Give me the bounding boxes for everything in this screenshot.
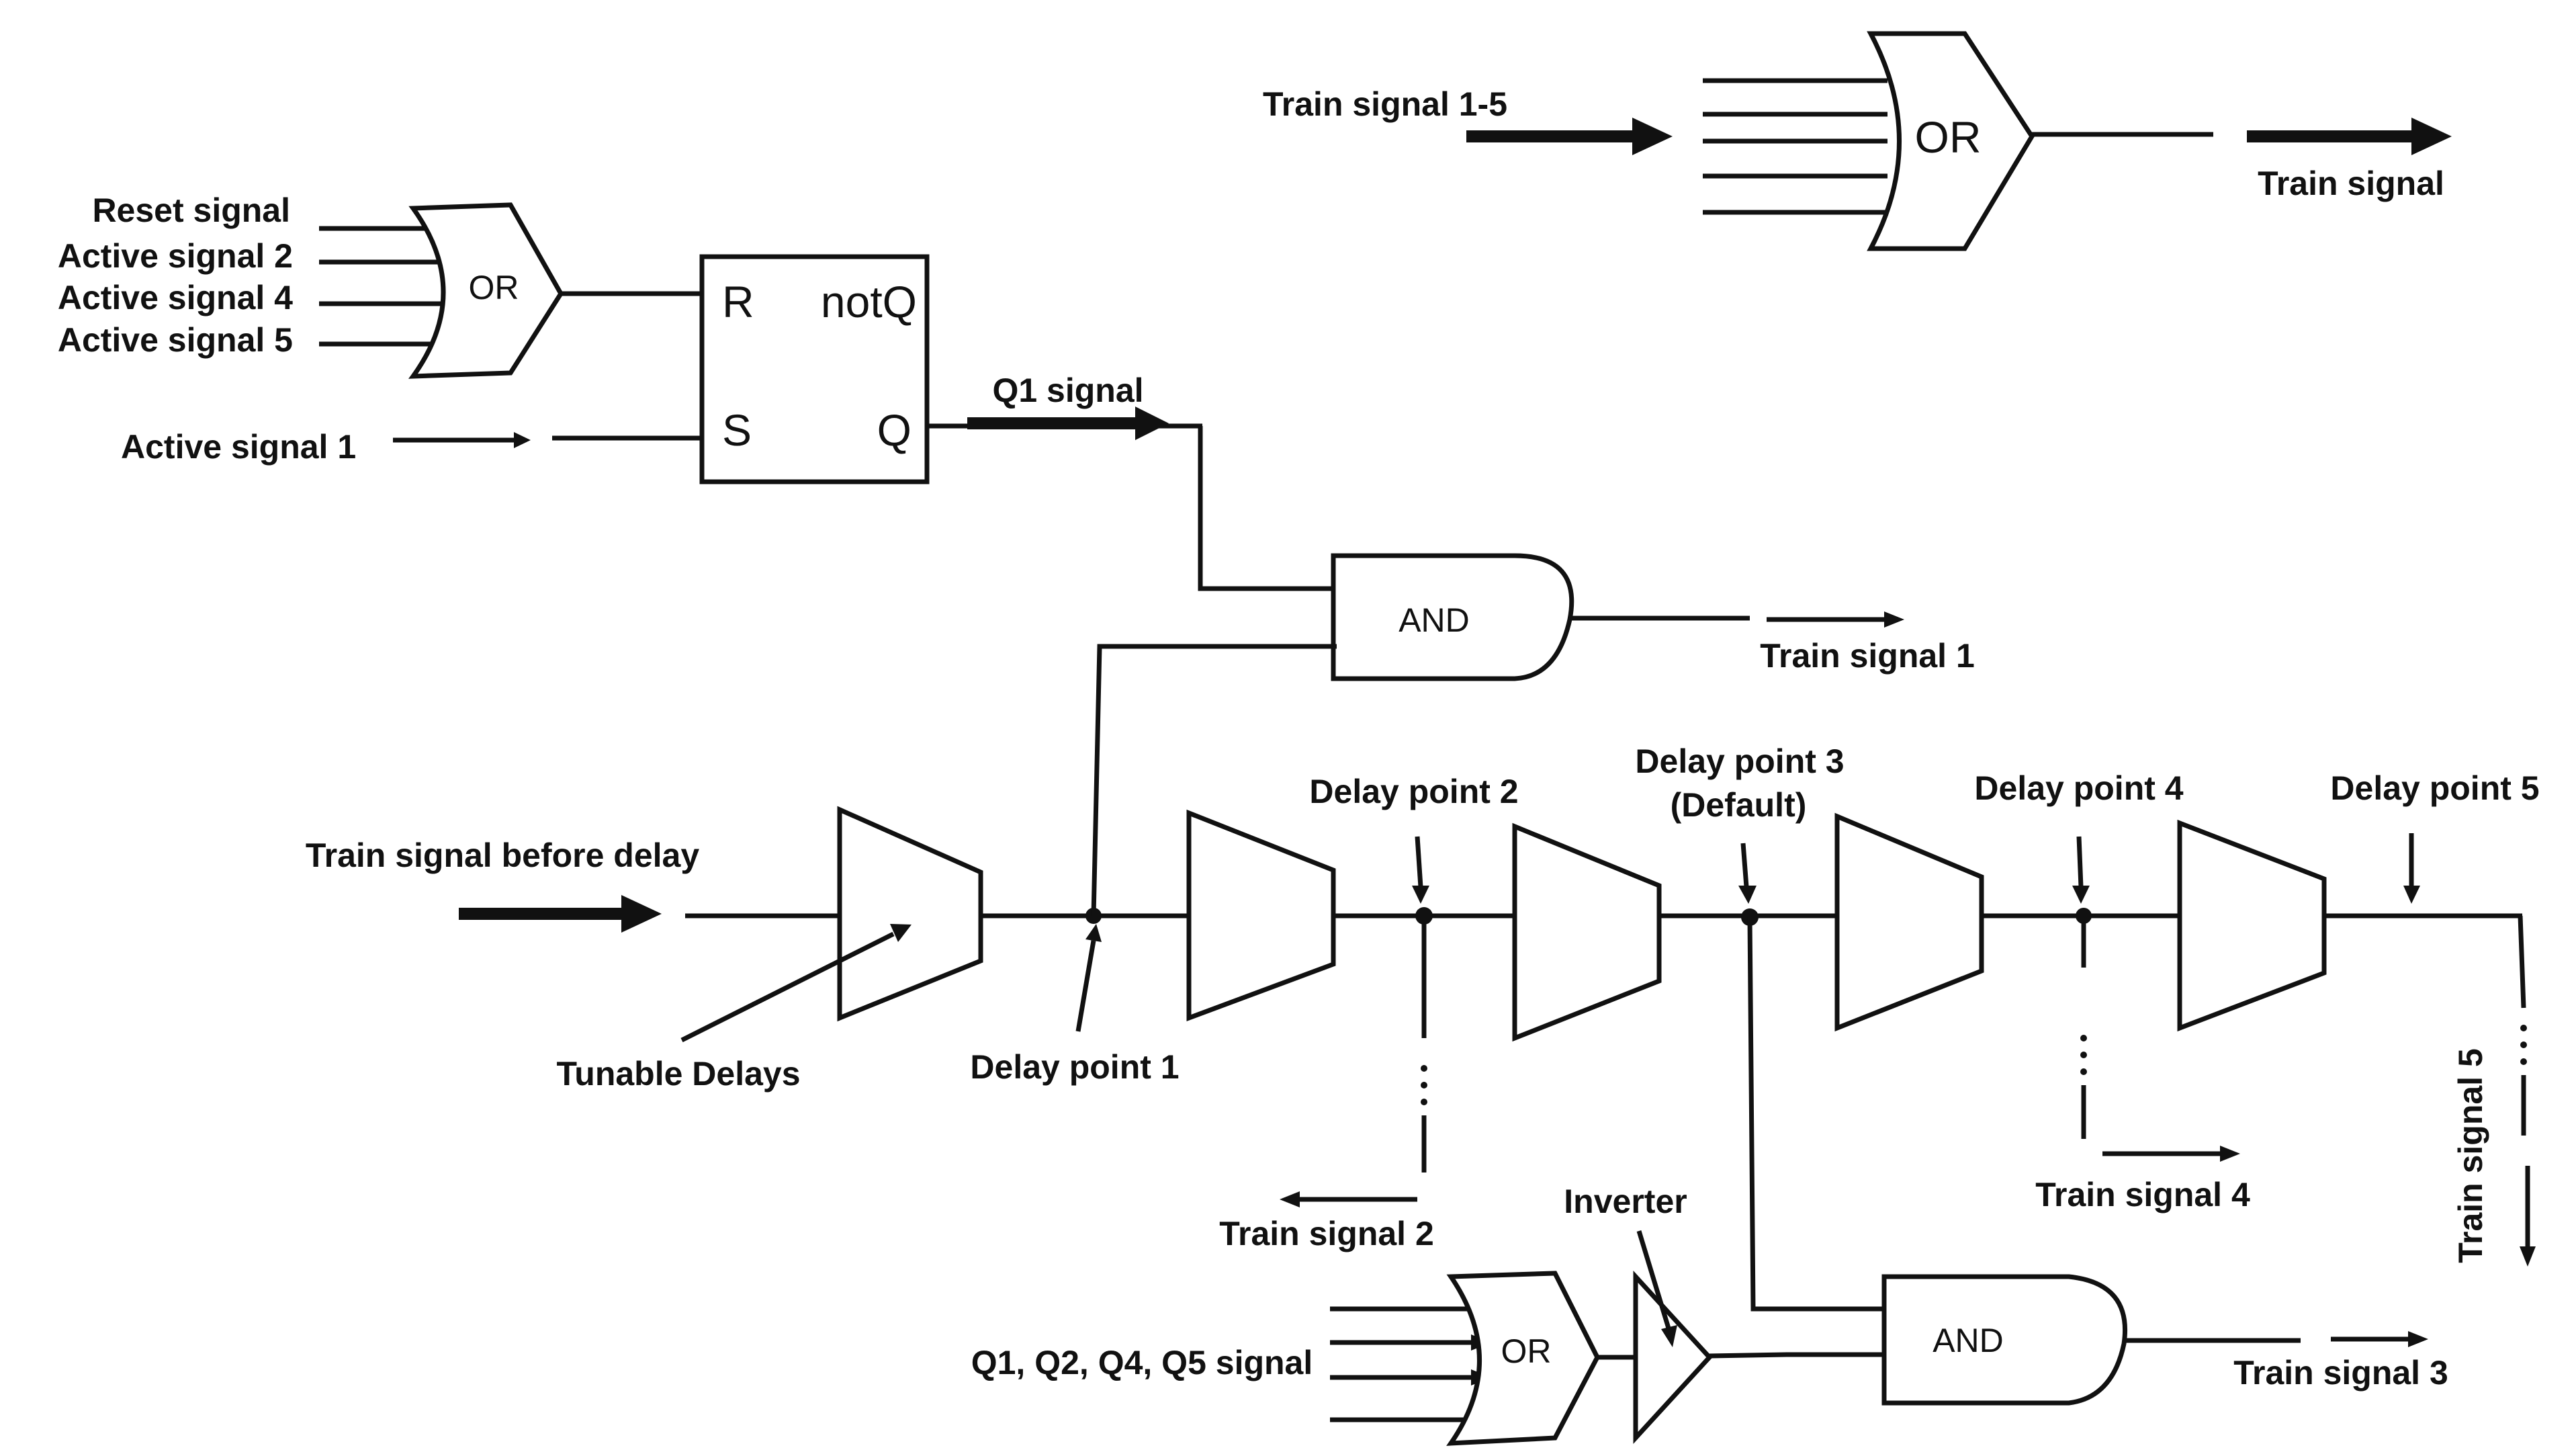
- latch-r-label: R: [722, 277, 754, 327]
- arrowhead-icon: [1280, 1191, 1300, 1207]
- delay-point-3-label: Delay point 3: [1635, 742, 1844, 780]
- delay-point-3-pointer: [1740, 843, 1749, 888]
- arrowhead-icon: [1632, 118, 1673, 155]
- inverter-to-and-wire: [1709, 1352, 1887, 1359]
- latch-notq-label: notQ: [821, 277, 917, 327]
- inverter-label: Inverter: [1564, 1183, 1687, 1220]
- arrowhead-icon: [1661, 1325, 1677, 1347]
- ellipsis-dot: [2080, 1052, 2087, 1058]
- dp3-to-and-2-wire: [1747, 916, 1887, 1312]
- delay-point-4-label: Delay point 4: [1974, 769, 2183, 807]
- reset-or-gate-label: OR: [469, 269, 519, 306]
- bottom-or-gate-label: OR: [1501, 1332, 1552, 1370]
- delay-chain: Train signal before delay Delay point 1 …: [306, 644, 2540, 1312]
- inverter-pointer: [1636, 1230, 1672, 1332]
- ellipsis-dot: [1421, 1099, 1427, 1105]
- top-or-gate-label: OR: [1915, 112, 1982, 162]
- arrowhead-icon: [1884, 611, 1904, 628]
- arrowhead-icon: [1085, 924, 1102, 942]
- arrowhead-icon: [2408, 1331, 2428, 1347]
- ellipsis-dot: [2080, 1068, 2087, 1075]
- train-signal-3-label: Train signal 3: [2233, 1354, 2448, 1392]
- q-signals-label: Q1, Q2, Q4, Q5 signal: [971, 1344, 1313, 1381]
- tunable-delays-pointer: [680, 931, 895, 1043]
- delay-point-2-label: Delay point 2: [1309, 773, 1518, 810]
- sr-section: Reset signal Active signal 2 Active sign…: [58, 191, 1975, 681]
- q1-signal-label: Q1 signal: [992, 372, 1143, 409]
- top-or-gate: [1867, 31, 2035, 251]
- delay-buffer-5: [2177, 819, 2327, 1032]
- dp5-drop-line: [2518, 915, 2526, 1009]
- and-gate-2-label: AND: [1933, 1322, 2004, 1359]
- inverter-gate: [1633, 1271, 1713, 1444]
- train-signal-5-label: Train signal 5: [2452, 1048, 2489, 1263]
- latch-q-label: Q: [877, 405, 912, 455]
- arrowhead-icon: [2072, 886, 2090, 904]
- train-signal-1-5-label: Train signal 1-5: [1263, 85, 1507, 123]
- train-signal-1-label: Train signal 1: [1760, 637, 1975, 675]
- bottom-section: Q1, Q2, Q4, Q5 signal OR Inverter AND Tr…: [971, 1183, 2448, 1446]
- q1-to-and-wire: [1198, 426, 1337, 591]
- delay-buffer-4: [1834, 812, 1984, 1032]
- delay-point-1-pointer: [1075, 940, 1096, 1032]
- ellipsis-dot: [2520, 1058, 2527, 1065]
- arrowhead-icon: [514, 432, 531, 448]
- arrowhead-icon: [890, 924, 912, 942]
- delay-point-2-pointer: [1415, 836, 1423, 888]
- ellipsis-dot: [1421, 1082, 1427, 1089]
- arrowhead-icon: [1412, 886, 1429, 904]
- delay-point-3-note: (Default): [1671, 786, 1807, 824]
- and-gate-2: [1881, 1274, 2127, 1406]
- reset-signal-label: Reset signal: [92, 191, 290, 229]
- arrowhead-icon: [621, 895, 662, 933]
- active-signal-2-label: Active signal 2: [58, 237, 293, 275]
- and-gate-1-label: AND: [1398, 601, 1470, 639]
- dp1-to-and-wire: [1091, 644, 1337, 916]
- active-signal-1-label: Active signal 1: [121, 428, 356, 466]
- train-signal-before-delay-label: Train signal before delay: [306, 837, 699, 874]
- reset-or-gate: [408, 202, 564, 379]
- tunable-delay-buffer: [837, 806, 983, 1022]
- tunable-delays-label: Tunable Delays: [556, 1055, 800, 1093]
- arrowhead-icon: [2520, 1246, 2536, 1267]
- arrowhead-icon: [2411, 118, 2452, 155]
- train-signal-label: Train signal: [2258, 165, 2444, 202]
- arrowhead-icon: [2403, 886, 2420, 904]
- ellipsis-dot: [2520, 1025, 2527, 1031]
- ellipsis-dot: [2080, 1035, 2087, 1041]
- bottom-or-gate: [1446, 1271, 1600, 1446]
- active-signal-4-label: Active signal 4: [58, 279, 293, 316]
- latch-s-label: S: [722, 405, 752, 455]
- sr-latch-box: [699, 254, 930, 484]
- ellipsis-dot: [2520, 1041, 2527, 1048]
- top-or-group: Train signal 1-5 OR Train signal: [1263, 31, 2452, 251]
- delay-point-1-label: Delay point 1: [970, 1048, 1179, 1086]
- arrowhead-icon: [1135, 407, 1169, 440]
- delay-point-5-label: Delay point 5: [2330, 769, 2539, 807]
- ellipsis-dot: [1421, 1065, 1427, 1072]
- arrowhead-icon: [2220, 1146, 2240, 1162]
- train-signal-2-label: Train signal 2: [1219, 1215, 1434, 1252]
- delay-point-4-pointer: [2076, 836, 2084, 888]
- arrowhead-icon: [1738, 886, 1757, 904]
- delay-buffer-3: [1512, 822, 1662, 1042]
- train-signal-4-label: Train signal 4: [2035, 1176, 2250, 1213]
- active-signal-5-label: Active signal 5: [58, 321, 293, 359]
- delay-buffer-2: [1186, 809, 1336, 1022]
